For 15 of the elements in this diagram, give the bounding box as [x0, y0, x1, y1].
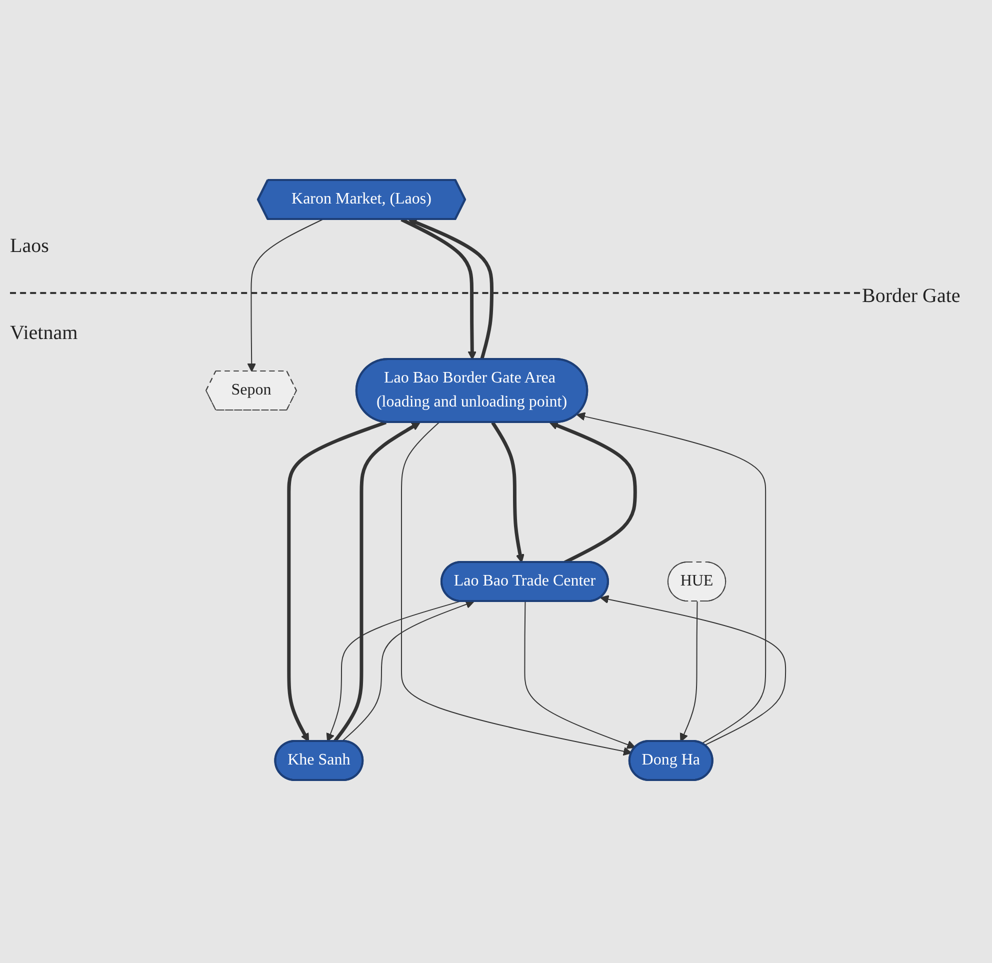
arrow	[524, 601, 636, 749]
arrow	[408, 218, 494, 360]
country-label: Vietnam	[10, 322, 78, 345]
arrow	[491, 422, 525, 563]
arrow	[326, 600, 461, 742]
arrow	[400, 218, 477, 360]
country-label: Laos	[10, 235, 49, 258]
arrow	[342, 600, 475, 742]
arrow	[576, 412, 766, 744]
border-label: Border Gate	[862, 285, 960, 308]
arrow	[247, 219, 324, 372]
arrow	[287, 420, 387, 742]
arrow	[401, 422, 632, 756]
arrow	[680, 601, 698, 742]
arrow	[600, 595, 786, 746]
